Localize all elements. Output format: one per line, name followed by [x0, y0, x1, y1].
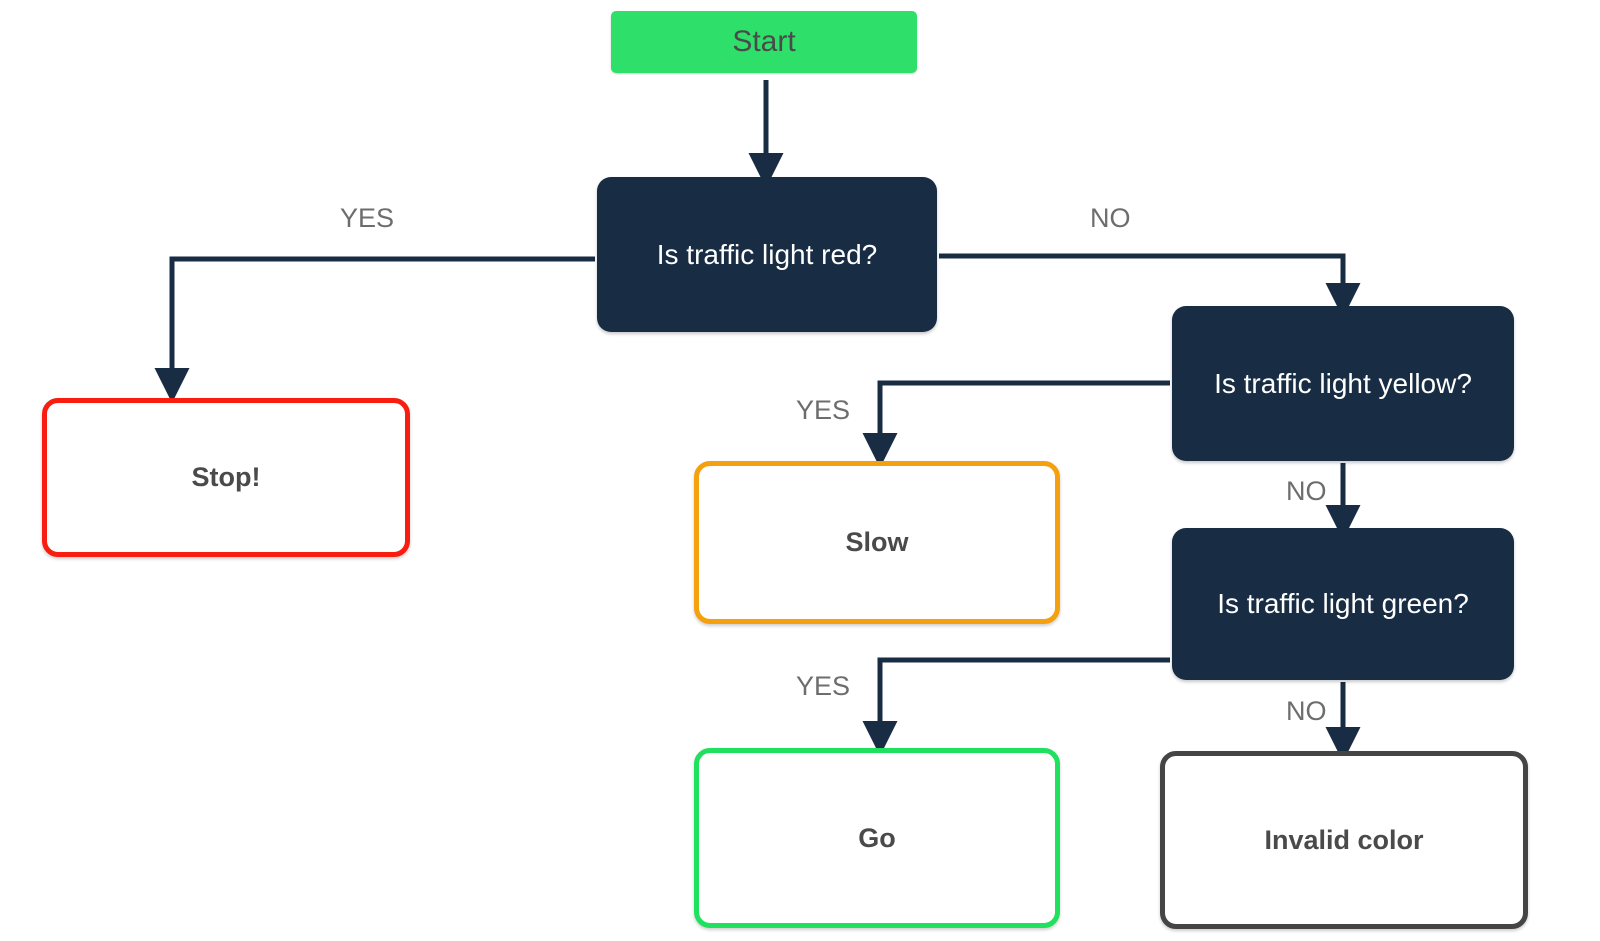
node-outcome-go[interactable]: Go — [694, 748, 1060, 928]
edge-yellow-yes-slow — [862, 380, 1170, 469]
edge-green-yes-go — [862, 657, 1170, 757]
node-decision-is-traffic-light-green[interactable]: Is traffic light green? — [1172, 528, 1514, 680]
node-outcome-slow[interactable]: Slow — [694, 461, 1060, 624]
node-decision-is-traffic-light-yellow[interactable]: Is traffic light yellow? — [1172, 306, 1514, 461]
node-start[interactable]: Start — [611, 11, 917, 73]
edge-label-green-no: NO — [1286, 696, 1327, 726]
node-outcome-invalid-color[interactable]: Invalid color — [1160, 751, 1528, 929]
edge-label-yellow-no: NO — [1286, 476, 1327, 506]
node-decision-is-traffic-light-red[interactable]: Is traffic light red? — [597, 177, 937, 332]
node-outcome-stop[interactable]: Stop! — [42, 398, 410, 557]
edge-label-green-yes: YES — [796, 671, 851, 701]
edge-label-red-yes: YES — [340, 203, 395, 233]
edge-red-no-yellow — [939, 253, 1361, 319]
edge-label-yellow-yes: YES — [796, 395, 851, 425]
edge-red-yes-stop — [154, 256, 595, 404]
edge-label-red-no: NO — [1090, 203, 1131, 233]
